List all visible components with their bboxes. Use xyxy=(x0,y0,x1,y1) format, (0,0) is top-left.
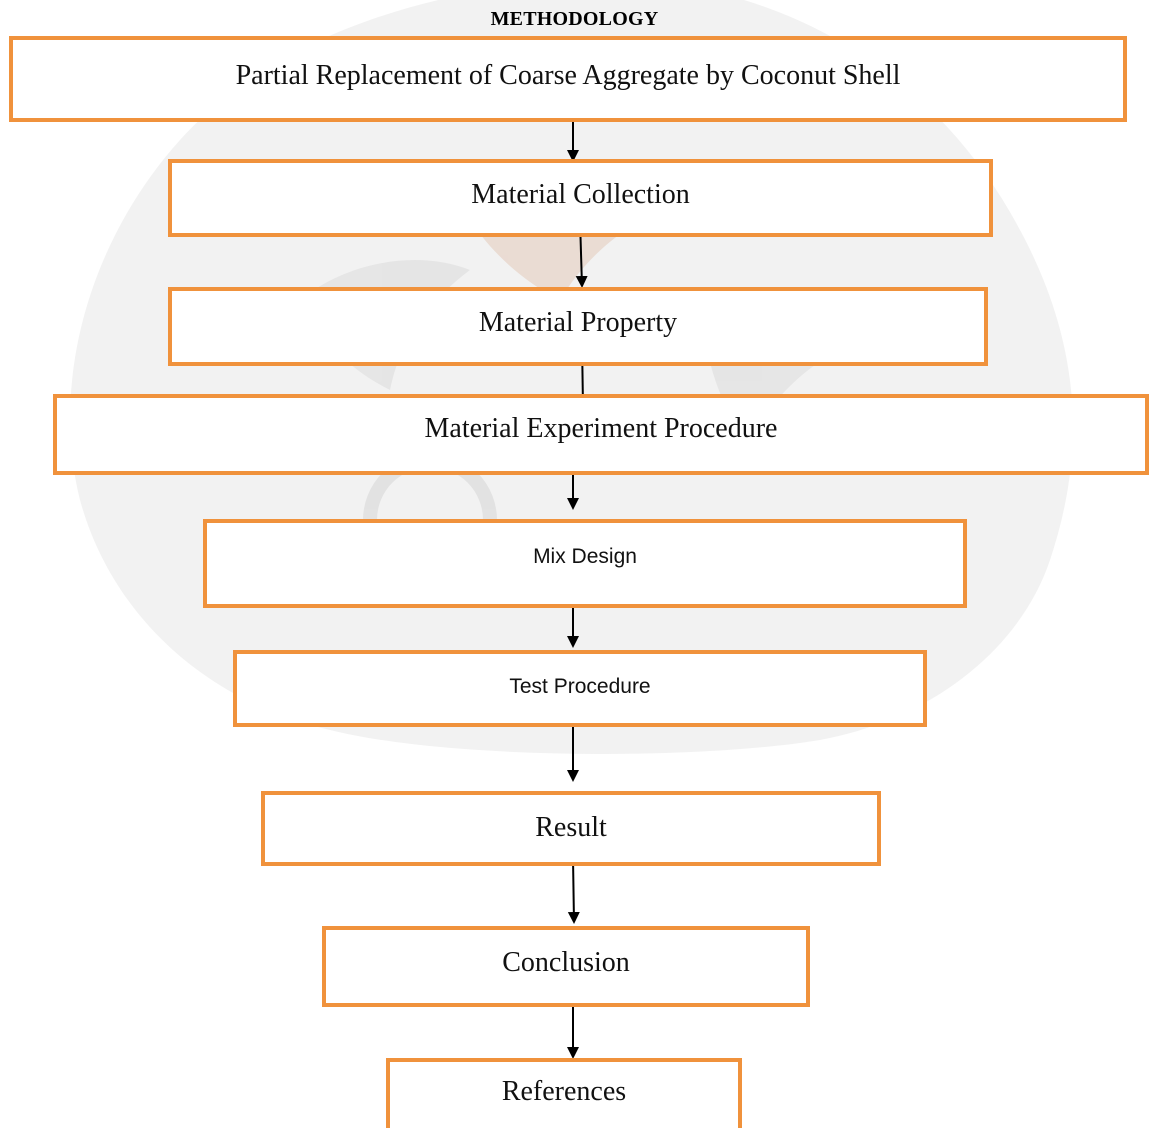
step-box-6: Test Procedure xyxy=(233,650,927,727)
step-box-3: Material Property xyxy=(168,287,988,366)
step-label-1: Partial Replacement of Coarse Aggregate … xyxy=(235,60,901,91)
step-box-1: Partial Replacement of Coarse Aggregate … xyxy=(9,36,1127,122)
arrow-7-to-8 xyxy=(567,857,580,924)
step-label-8: Conclusion xyxy=(502,947,630,978)
step-label-6: Test Procedure xyxy=(509,675,651,698)
step-label-9: References xyxy=(501,1076,627,1107)
step-box-5: Mix Design xyxy=(203,519,967,608)
step-label-2: Material Collection xyxy=(471,179,690,210)
step-box-9: References xyxy=(386,1058,742,1128)
step-label-3: Material Property xyxy=(478,307,678,338)
step-label-4: Material Experiment Procedure xyxy=(424,413,778,444)
step-label-7: Result xyxy=(535,812,607,843)
step-box-2: Material Collection xyxy=(168,159,993,237)
page-title: METHODOLOGY xyxy=(490,8,659,30)
step-label-5: Mix Design xyxy=(533,545,637,568)
step-box-4: Material Experiment Procedure xyxy=(53,394,1149,475)
step-box-8: Conclusion xyxy=(322,926,810,1007)
step-box-7: Result xyxy=(261,791,881,866)
